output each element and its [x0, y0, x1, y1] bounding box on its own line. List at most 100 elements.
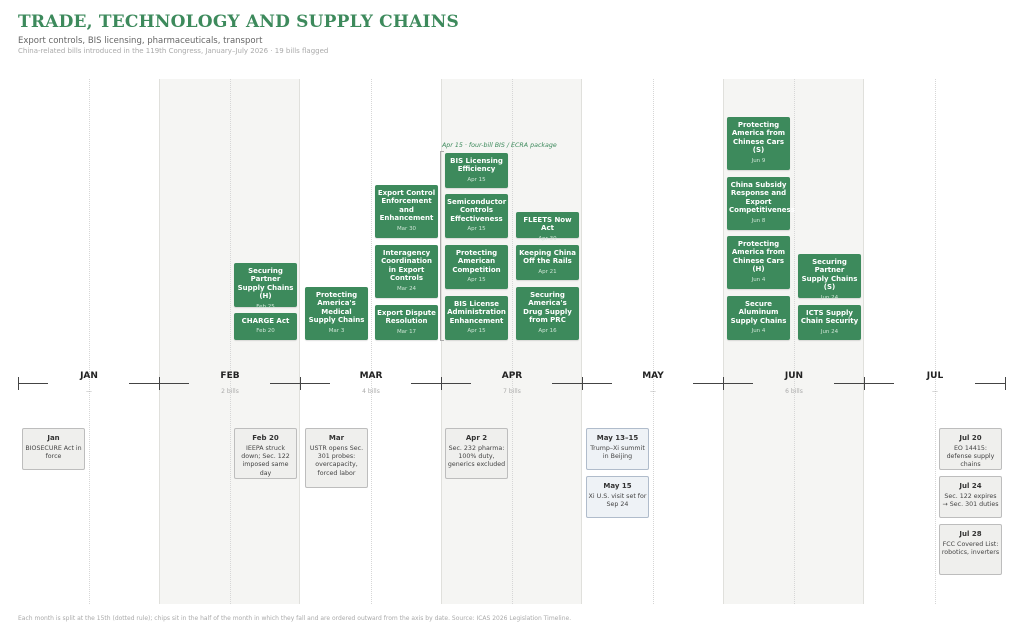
bill-chip[interactable]: BIS Licensing Efficiency Apr 15 [445, 153, 508, 188]
mid-month-rule [512, 79, 513, 604]
month-boundary-tick [159, 377, 160, 390]
month-label-feb: FEB [220, 371, 240, 381]
bill-date: Apr 15 [467, 176, 486, 183]
bill-title: Securing Partner Supply Chains (S) [801, 258, 858, 292]
bill-chip[interactable]: Securing Partner Supply Chains (H) Feb 2… [234, 263, 297, 310]
bill-title: Securing Partner Supply Chains (H) [237, 267, 294, 301]
bill-chip[interactable]: Securing Partner Supply Chains (S) Jun 2… [798, 254, 861, 301]
bill-chip[interactable]: Protecting America from Chinese Cars (S)… [727, 117, 790, 170]
mid-month-rule [371, 79, 372, 604]
event-card[interactable]: Jul 20 EO 14415: defense supply chains [939, 428, 1002, 470]
page-title: TRADE, TECHNOLOGY AND SUPPLY CHAINS [18, 12, 459, 32]
mid-month-rule [230, 79, 231, 604]
bill-chip[interactable]: Secure Aluminum Supply Chains Jun 4 [727, 296, 790, 340]
event-text: Sec. 232 pharma: 100% duty, generics exc… [447, 445, 506, 469]
bill-title: FLEETS Now Act [523, 216, 572, 233]
event-date: Jul 28 [959, 530, 982, 538]
bill-title: BIS License Administration Enhancement [447, 300, 506, 325]
bill-chip[interactable]: Protecting American Competition Apr 15 [445, 245, 508, 289]
event-card[interactable]: May 15 Xi U.S. visit set for Sep 24 [586, 476, 649, 518]
event-card[interactable]: Jul 28 FCC Covered List: robotics, inver… [939, 524, 1002, 575]
bill-date: Jun 4 [751, 276, 766, 283]
bill-date: Apr 15 [467, 226, 486, 233]
event-date: Jan [47, 434, 60, 442]
bill-chip[interactable]: Interagency Coordination in Export Contr… [375, 245, 438, 298]
bill-date: Feb 25 [256, 303, 275, 310]
event-card[interactable]: May 13–15 Trump–Xi summit in Beijing [586, 428, 649, 470]
bill-date: Feb 20 [256, 328, 275, 335]
bill-date: Jun 24 [820, 294, 839, 301]
month-count-mar: 4 bills [362, 388, 380, 395]
event-text: Trump–Xi summit in Beijing [590, 445, 645, 461]
event-date: May 13–15 [596, 434, 639, 442]
bill-chip[interactable]: ICTS Supply Chain Security Jun 24 [798, 305, 861, 340]
month-label-apr: APR [501, 371, 523, 381]
bill-chip[interactable]: Keeping China Off the Rails Apr 21 [516, 245, 579, 280]
bill-date: Jun 8 [751, 217, 766, 224]
bill-title: Secure Aluminum Supply Chains [730, 300, 787, 325]
event-date: Jul 24 [959, 482, 982, 490]
event-date: Feb 20 [252, 434, 279, 442]
month-count-apr: 7 bills [503, 388, 521, 395]
bill-chip[interactable]: Securing America's Drug Supply from PRC … [516, 287, 579, 340]
month-count-may: — [650, 388, 656, 395]
bill-title: Keeping China Off the Rails [519, 249, 576, 266]
event-text: Sec. 122 expires → Sec. 301 duties [942, 493, 999, 509]
package-bracket [440, 151, 444, 341]
event-date: Mar [328, 434, 345, 442]
month-label-jun: JUN [784, 371, 804, 381]
month-label-may: MAY [642, 371, 664, 381]
event-text: FCC Covered List: robotics, inverters [941, 541, 1000, 557]
mid-month-rule [653, 79, 654, 604]
month-label-jan: JAN [80, 371, 98, 381]
event-date: May 15 [603, 482, 632, 490]
month-label-mar: MAR [359, 371, 383, 381]
bill-chip[interactable]: Protecting America's Medical Supply Chai… [305, 287, 368, 340]
event-text: IEEPA struck down; Sec. 122 imposed same… [241, 445, 290, 477]
bill-chip[interactable]: Semiconductor Controls Effectiveness Apr… [445, 194, 508, 238]
bill-chip[interactable]: FLEETS Now Act Apr 30 [516, 212, 579, 242]
bill-title: China Subsidy Response and Export Compet… [729, 181, 795, 215]
event-card[interactable]: Mar USTR opens Sec. 301 probes: overcapa… [305, 428, 368, 488]
bill-date: Apr 16 [538, 327, 557, 334]
bill-chip[interactable]: Protecting America from Chinese Cars (H)… [727, 236, 790, 289]
page-subtitle: Export controls, BIS licensing, pharmace… [18, 36, 263, 46]
page-meta: China-related bills introduced in the 11… [18, 47, 329, 55]
bill-title: Protecting America from Chinese Cars (S) [731, 121, 786, 155]
event-text: EO 14415: defense supply chains [946, 445, 995, 469]
event-card[interactable]: Feb 20 IEEPA struck down; Sec. 122 impos… [234, 428, 297, 479]
month-boundary-tick [864, 377, 865, 390]
bill-title: CHARGE Act [241, 317, 290, 325]
bill-date: Mar 24 [396, 285, 417, 292]
month-boundary-tick [18, 377, 19, 390]
footnote: Each month is split at the 15th (dotted … [18, 615, 572, 622]
month-count-jan: — [86, 388, 92, 395]
event-card[interactable]: Jul 24 Sec. 122 expires → Sec. 301 dutie… [939, 476, 1002, 518]
bill-date: Apr 15 [467, 277, 486, 284]
bill-title: Protecting American Competition [452, 249, 501, 274]
month-boundary-tick [300, 377, 301, 390]
bill-title: Interagency Coordination in Export Contr… [381, 249, 432, 283]
bill-chip[interactable]: CHARGE Act Feb 20 [234, 313, 297, 340]
bill-title: Export Control Enforcement and Enhanceme… [377, 189, 436, 223]
bill-title: BIS Licensing Efficiency [450, 157, 503, 174]
bill-title: Securing America's Drug Supply from PRC [523, 291, 572, 325]
month-boundary-tick [582, 377, 583, 390]
bill-date: Apr 15 [467, 328, 486, 335]
bill-chip[interactable]: Export Control Enforcement and Enhanceme… [375, 185, 438, 238]
month-count-jul: — [932, 388, 938, 395]
bill-date: Mar 30 [396, 225, 417, 232]
month-boundary-tick [441, 377, 442, 390]
bill-chip[interactable]: China Subsidy Response and Export Compet… [727, 177, 795, 230]
bill-chip[interactable]: Export Dispute Resolution Mar 17 [375, 305, 438, 340]
package-label: Apr 15 · four-bill BIS / ECRA package [442, 142, 557, 149]
month-count-feb: 2 bills [221, 388, 239, 395]
event-card[interactable]: Apr 2 Sec. 232 pharma: 100% duty, generi… [445, 428, 508, 479]
event-text: USTR opens Sec. 301 probes: overcapacity… [309, 445, 364, 477]
event-text: BIOSECURE Act in force [25, 445, 82, 461]
axis-line [975, 383, 1006, 384]
bill-title: Protecting America's Medical Supply Chai… [308, 291, 365, 325]
bill-chip[interactable]: BIS License Administration Enhancement A… [445, 296, 508, 340]
axis-line [18, 383, 48, 384]
event-card[interactable]: Jan BIOSECURE Act in force [22, 428, 85, 470]
